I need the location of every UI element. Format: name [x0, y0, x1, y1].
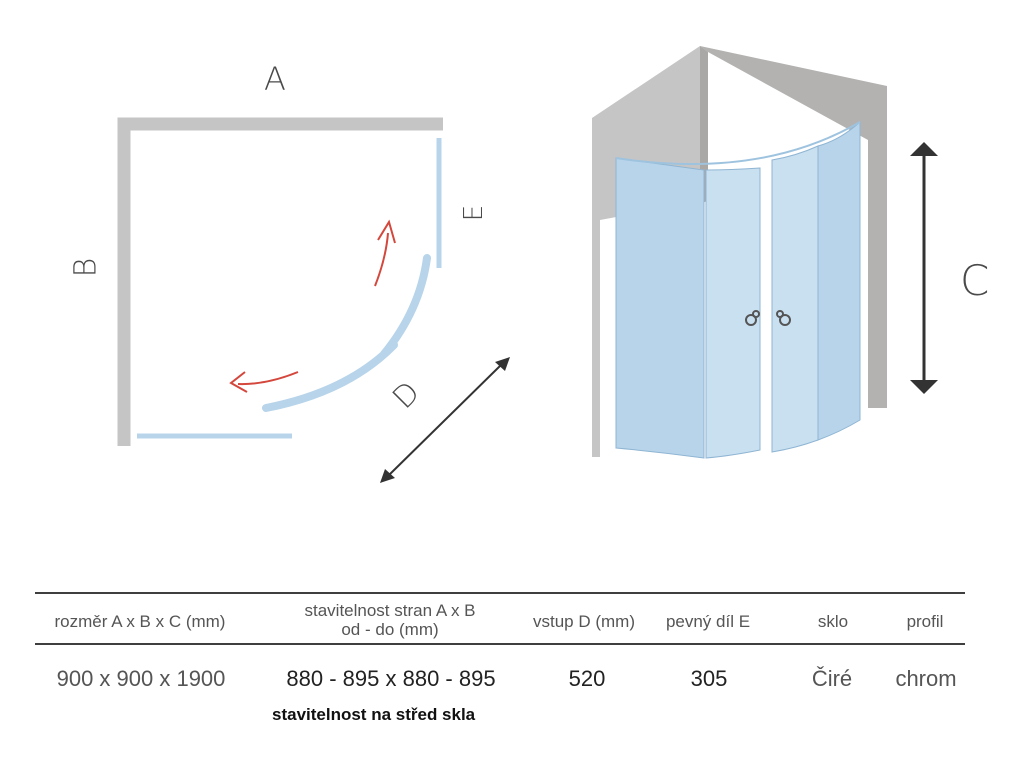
- corner-shade: [700, 46, 708, 205]
- value-sklo: Čiré: [811, 666, 853, 691]
- value-stavitelnost: 880 - 895 x 880 - 895: [286, 666, 496, 691]
- table-mid-rule: [35, 643, 965, 645]
- direction-arrow-icon: [229, 371, 299, 393]
- adjustment-note: stavitelnost na střed skla: [272, 705, 476, 724]
- label-a: A: [264, 60, 286, 98]
- door-handle-icon: [745, 310, 760, 326]
- left-wall: [592, 46, 708, 457]
- direction-arrow-icon: [374, 219, 396, 287]
- header-stavitelnost: stavitelnost stran A x B od - do (mm): [273, 601, 507, 639]
- right-wall: [700, 46, 887, 408]
- header-stavitelnost-line1: stavitelnost stran A x B: [304, 601, 476, 620]
- plan-sliding-door-2: [262, 341, 398, 412]
- sliding-door-right: [771, 145, 819, 453]
- header-stavitelnost-line2: od - do (mm): [341, 620, 439, 639]
- value-rozmer: 900 x 900 x 1900: [56, 666, 226, 691]
- header-sklo: sklo: [817, 612, 849, 631]
- value-pevny: 305: [690, 666, 728, 691]
- table-top-rule: [35, 592, 965, 594]
- fixed-panel-left: [615, 157, 705, 459]
- header-profil: profil: [906, 612, 944, 631]
- top-rail: [615, 121, 861, 166]
- label-c: C: [960, 256, 990, 305]
- header-rozmer: rozměr A x B x C (mm): [54, 612, 226, 631]
- header-vstup: vstup D (mm): [533, 612, 635, 631]
- value-vstup: 520: [568, 666, 606, 691]
- dimension-arrow-icon: [910, 142, 938, 394]
- header-pevny: pevný díl E: [665, 612, 751, 631]
- dimension-arrow-icon: [380, 357, 510, 483]
- door-handle-icon: [776, 310, 791, 326]
- sliding-door-left: [705, 167, 761, 459]
- plan-walls: [117, 117, 443, 446]
- fixed-panel-right: [817, 120, 861, 441]
- value-profil: chrom: [895, 666, 957, 691]
